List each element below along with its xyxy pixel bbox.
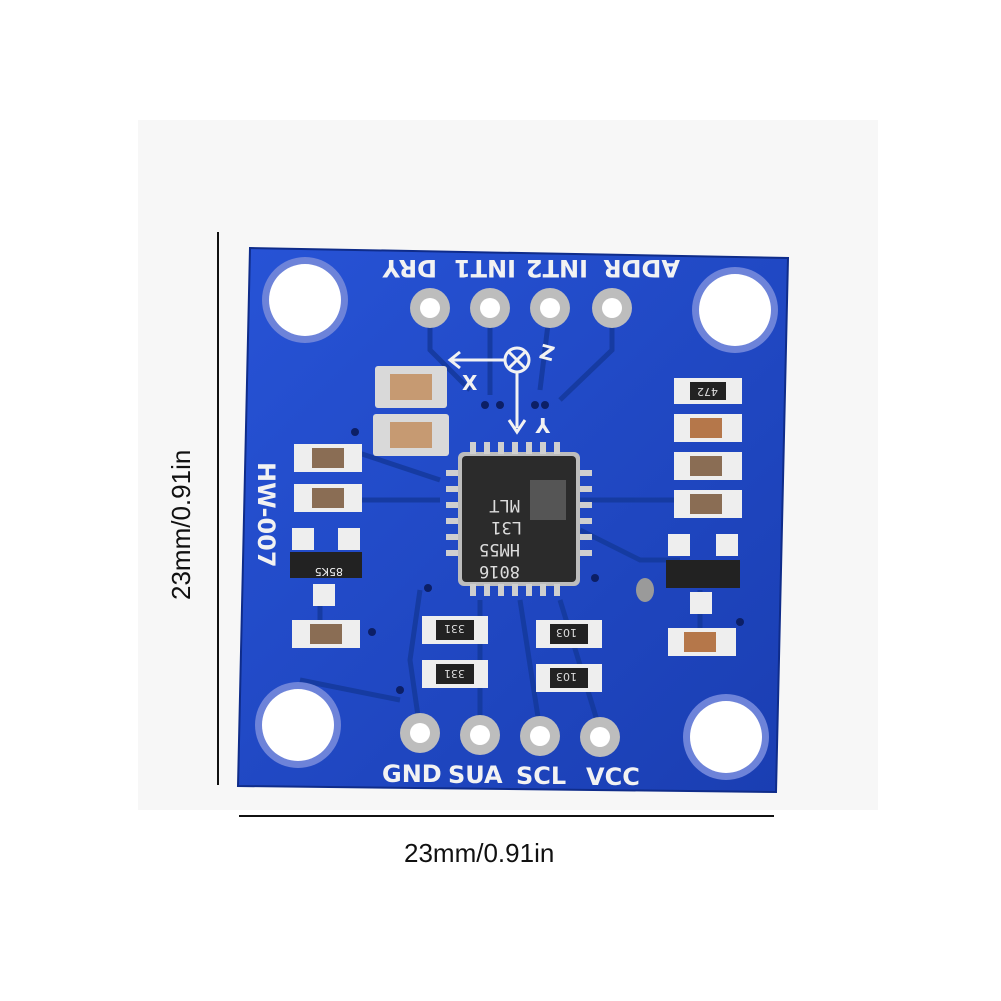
chip-marking-line2: L31 bbox=[491, 517, 522, 537]
pin-label-int1: INT1 bbox=[454, 254, 516, 282]
height-dimension-label: 23mm/0.91in bbox=[166, 449, 196, 600]
resistor-code-331-a: 331 bbox=[444, 622, 465, 635]
resistors-bottom: 331 331 103 103 bbox=[422, 616, 602, 692]
axis-label-y: Y bbox=[535, 413, 551, 437]
components-right: 472 bbox=[636, 378, 742, 656]
model-label: HW-007 bbox=[252, 462, 280, 568]
main-chip: MLT L31 HM55 8016 bbox=[446, 442, 592, 596]
chip-marking-line3: HM55 bbox=[479, 539, 520, 559]
top-pin-pads bbox=[410, 288, 632, 328]
pin-label-scl: SCL bbox=[516, 762, 566, 790]
chip-marking-line1: MLT bbox=[489, 495, 520, 515]
chip-datamatrix bbox=[530, 480, 566, 520]
axis-label-z: Z bbox=[537, 339, 557, 366]
vias bbox=[351, 401, 744, 694]
pin-label-addr: ADDR bbox=[603, 254, 680, 282]
pin-label-vcc: VCC bbox=[586, 763, 640, 791]
resistor-code-103-a: 103 bbox=[556, 626, 577, 639]
axis-indicator bbox=[447, 346, 531, 435]
height-dimension-line bbox=[217, 232, 219, 785]
capacitors-top-left bbox=[373, 366, 449, 456]
resistor-code-472: 472 bbox=[697, 385, 718, 398]
bottom-pin-pads bbox=[400, 713, 620, 757]
pin-label-sua: SUA bbox=[448, 761, 503, 789]
pin-label-dry: DRY bbox=[382, 254, 437, 282]
width-dimension-line bbox=[239, 815, 774, 817]
width-dimension-label: 23mm/0.91in bbox=[404, 838, 555, 868]
pin-label-int2: INT2 bbox=[526, 254, 588, 282]
chip-marking-line4: 8016 bbox=[479, 561, 520, 581]
transistor-left-code: 85K5 bbox=[315, 565, 343, 578]
mounting-holes bbox=[255, 257, 778, 780]
axis-label-x: X bbox=[462, 371, 478, 395]
resistor-code-331-b: 331 bbox=[444, 667, 465, 680]
pin-label-gnd: GND bbox=[382, 760, 442, 788]
resistor-code-103-b: 103 bbox=[556, 670, 577, 683]
components-left: 85K5 bbox=[290, 444, 362, 648]
